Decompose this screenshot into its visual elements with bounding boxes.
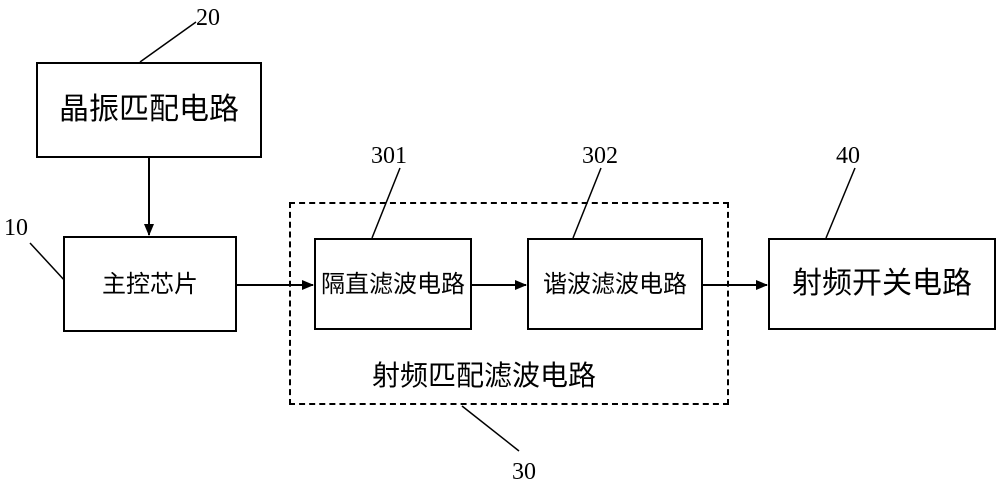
dc-block-filter-box: 隔直滤波电路 — [314, 238, 472, 330]
ref-301: 301 — [371, 143, 407, 169]
ref-10: 10 — [4, 215, 28, 241]
harmonic-filter-label: 谐波滤波电路 — [543, 270, 687, 298]
ref-40: 40 — [836, 143, 860, 169]
rf-switch-label: 射频开关电路 — [792, 266, 972, 301]
rf-match-filter-label: 射频匹配滤波电路 — [372, 359, 597, 392]
harmonic-filter-box: 谐波滤波电路 — [527, 238, 703, 330]
leader-20 — [139, 21, 197, 63]
ref-20: 20 — [196, 5, 220, 31]
rf-match-filter-group — [289, 202, 729, 405]
ref-302: 302 — [582, 143, 618, 169]
leader-10 — [29, 242, 67, 283]
crystal-match-circuit-label: 晶振匹配电路 — [59, 92, 239, 127]
dc-block-filter-label: 隔直滤波电路 — [321, 270, 465, 298]
rf-switch-box: 射频开关电路 — [768, 238, 996, 330]
leader-30 — [461, 405, 520, 452]
crystal-match-circuit-box: 晶振匹配电路 — [36, 62, 262, 158]
leader-40 — [825, 167, 856, 239]
main-chip-box: 主控芯片 — [63, 236, 237, 332]
main-chip-label: 主控芯片 — [102, 270, 198, 298]
ref-30: 30 — [512, 459, 536, 485]
